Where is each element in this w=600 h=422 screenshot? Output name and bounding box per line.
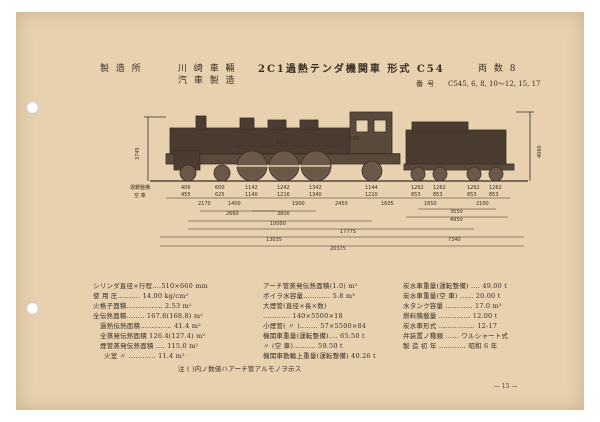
- axle-spacing-row: 2170 1400 1900 2450 1605: [198, 201, 394, 207]
- spec-line: 機関車重量(運転整備)‥‥ 65.50 t: [263, 332, 365, 340]
- spec-line: 火格子面積‥‥‥‥‥‥‥‥ 2.53 m²: [93, 302, 192, 310]
- spec-line: 使 用 圧‥‥‥‥‥ 14.00 kg/cm²: [93, 292, 189, 300]
- spec-line: 機関車動輪上重量(運転整備) 40.26 t: [263, 352, 376, 360]
- boiler-length-label: 5500: [276, 140, 289, 146]
- axle-spacing: 2170: [198, 201, 211, 207]
- spec-line: シリンダ直径×行程‥‥510×660 mm: [93, 282, 208, 290]
- spec-line: 過熱伝熱面積‥‥‥‥‥‥‥ 41.4 m²: [100, 322, 201, 330]
- axle-load: 1340: [309, 192, 322, 198]
- axle-spacing: 1900: [292, 201, 305, 207]
- axle-load: 853: [489, 192, 499, 198]
- height-left-label: 3745: [135, 147, 141, 160]
- span-4950: 4950: [450, 217, 463, 223]
- axle-load: 1216: [277, 192, 290, 198]
- spec-line: 大煙管(直径×長×数): [263, 302, 327, 310]
- axle-load: 600: [215, 185, 225, 191]
- cab-side-label: 2400: [346, 136, 359, 142]
- loco-axle-loads-bottom: 455 625 1140 1216 1340 1210: [181, 192, 378, 198]
- axle-load: 625: [215, 192, 225, 198]
- number-value: C545, 6, 8, 10〜12, 15, 17: [448, 80, 541, 88]
- tender-spacing: 1650: [424, 201, 437, 207]
- spec-line: 弁装置ノ種類 ‥‥‥ ワルシャート式: [403, 332, 509, 340]
- axle-load: 1142: [245, 185, 258, 191]
- spec-line: ボイラ水容量‥‥‥‥‥‥ 5.8 m³: [263, 292, 356, 300]
- state-label-running: 運轉整備: [130, 184, 150, 191]
- maker-line-1: 川 崎 車 輛: [178, 64, 237, 74]
- axle-load: 853: [433, 192, 443, 198]
- spec-line: 全伝熱面積‥‥‥‥ 167.8(168.8) m²: [93, 312, 204, 320]
- spec-line: 水タンク容量 ‥‥‥‥‥‥ 17.0 m³: [403, 302, 502, 310]
- page-title: 2C1過熱テンダ機関車 形式 C54: [258, 64, 445, 75]
- spec-line: 製 造 初 年 ‥‥‥‥‥‥ 昭和 6 年: [403, 342, 498, 350]
- spec-line: 炭水車形式 ‥‥‥‥‥‥‥‥ 12-17: [403, 322, 498, 330]
- spec-line: アーチ管蒸発伝熱面積(1.0) m²: [263, 282, 358, 290]
- axle-load: 1144: [365, 185, 378, 191]
- axle-spacing: 2450: [335, 201, 348, 207]
- spec-line: 炭水車重量(運転整備) ‥‥ 49.00 t: [403, 282, 508, 290]
- span-20375: 20375: [330, 246, 346, 252]
- spec-line: 炭水車重量(空 車) ‥‥‥ 20.00 t: [403, 292, 501, 300]
- tender-spacing: 2100: [476, 201, 489, 207]
- spec-line: ‥‥‥‥‥‥ 140×5500×18: [263, 312, 343, 320]
- axle-load: 853: [411, 192, 421, 198]
- axle-load: 1210: [365, 192, 378, 198]
- footnote: 注 ( )内ノ数値ハアーチ管アルモノヲ示ス: [178, 365, 302, 373]
- tender-axle-loads-top: 1262 1262 1262 1262: [411, 185, 502, 191]
- number-label: 番 号: [416, 80, 436, 88]
- span-3800: 3800: [277, 211, 290, 217]
- state-label-empty: 空 車: [134, 192, 146, 199]
- span-7340: 7340: [448, 237, 461, 243]
- span-3550: 3550: [450, 209, 463, 215]
- axle-load: 455: [181, 192, 191, 198]
- binder-hole-top: [26, 101, 39, 114]
- spec-line: 〃 (空 車)‥‥‥‥‥ 59.50 t: [263, 342, 343, 350]
- axle-load: 1262: [467, 185, 480, 191]
- axle-spacing: 1400: [228, 201, 241, 207]
- binder-hole-bottom: [26, 302, 39, 315]
- span-13035: 13035: [266, 237, 282, 243]
- maker-line-2: 汽 車 製 造: [178, 76, 237, 86]
- span-10000: 10000: [270, 221, 286, 227]
- spec-line: 火室 〃 ‥‥‥‥‥‥ 11.4 m²: [104, 352, 185, 360]
- axle-load: 1262: [411, 185, 424, 191]
- axle-load: 1242: [277, 185, 290, 191]
- tender-axle-loads-bottom: 853 853 853 853: [411, 192, 499, 198]
- axle-load: 1342: [309, 185, 322, 191]
- maker-label: 製 造 所: [100, 64, 143, 74]
- axle-load: 853: [467, 192, 477, 198]
- axle-load: 1140: [245, 192, 258, 198]
- height-right-label: 4060: [537, 145, 543, 158]
- axle-spacing: 1605: [381, 201, 394, 207]
- loco-axle-loads-top: 406 600 1142 1242 1342 1144: [181, 185, 378, 191]
- span-17775: 17775: [340, 229, 356, 235]
- axle-load: 1262: [433, 185, 446, 191]
- axle-load: 1262: [489, 185, 502, 191]
- axle-load: 406: [181, 185, 191, 191]
- spec-line: 煙管蒸発伝熱面積 ‥‥ 115.0 m²: [100, 342, 199, 350]
- spec-line: 小煙管( 〃 )‥‥‥‥ 57×5500×84: [263, 322, 367, 330]
- spec-line: 燃料積載量 ‥‥‥‥‥‥‥ 12.00 t: [403, 312, 498, 320]
- span-2660: 2660: [226, 211, 239, 217]
- page-number: — 15 —: [494, 383, 518, 390]
- vehicle-count: 両 数 8: [478, 64, 518, 74]
- spec-line: 全蒸発伝熱面積 126.4(127.4) m²: [100, 332, 206, 340]
